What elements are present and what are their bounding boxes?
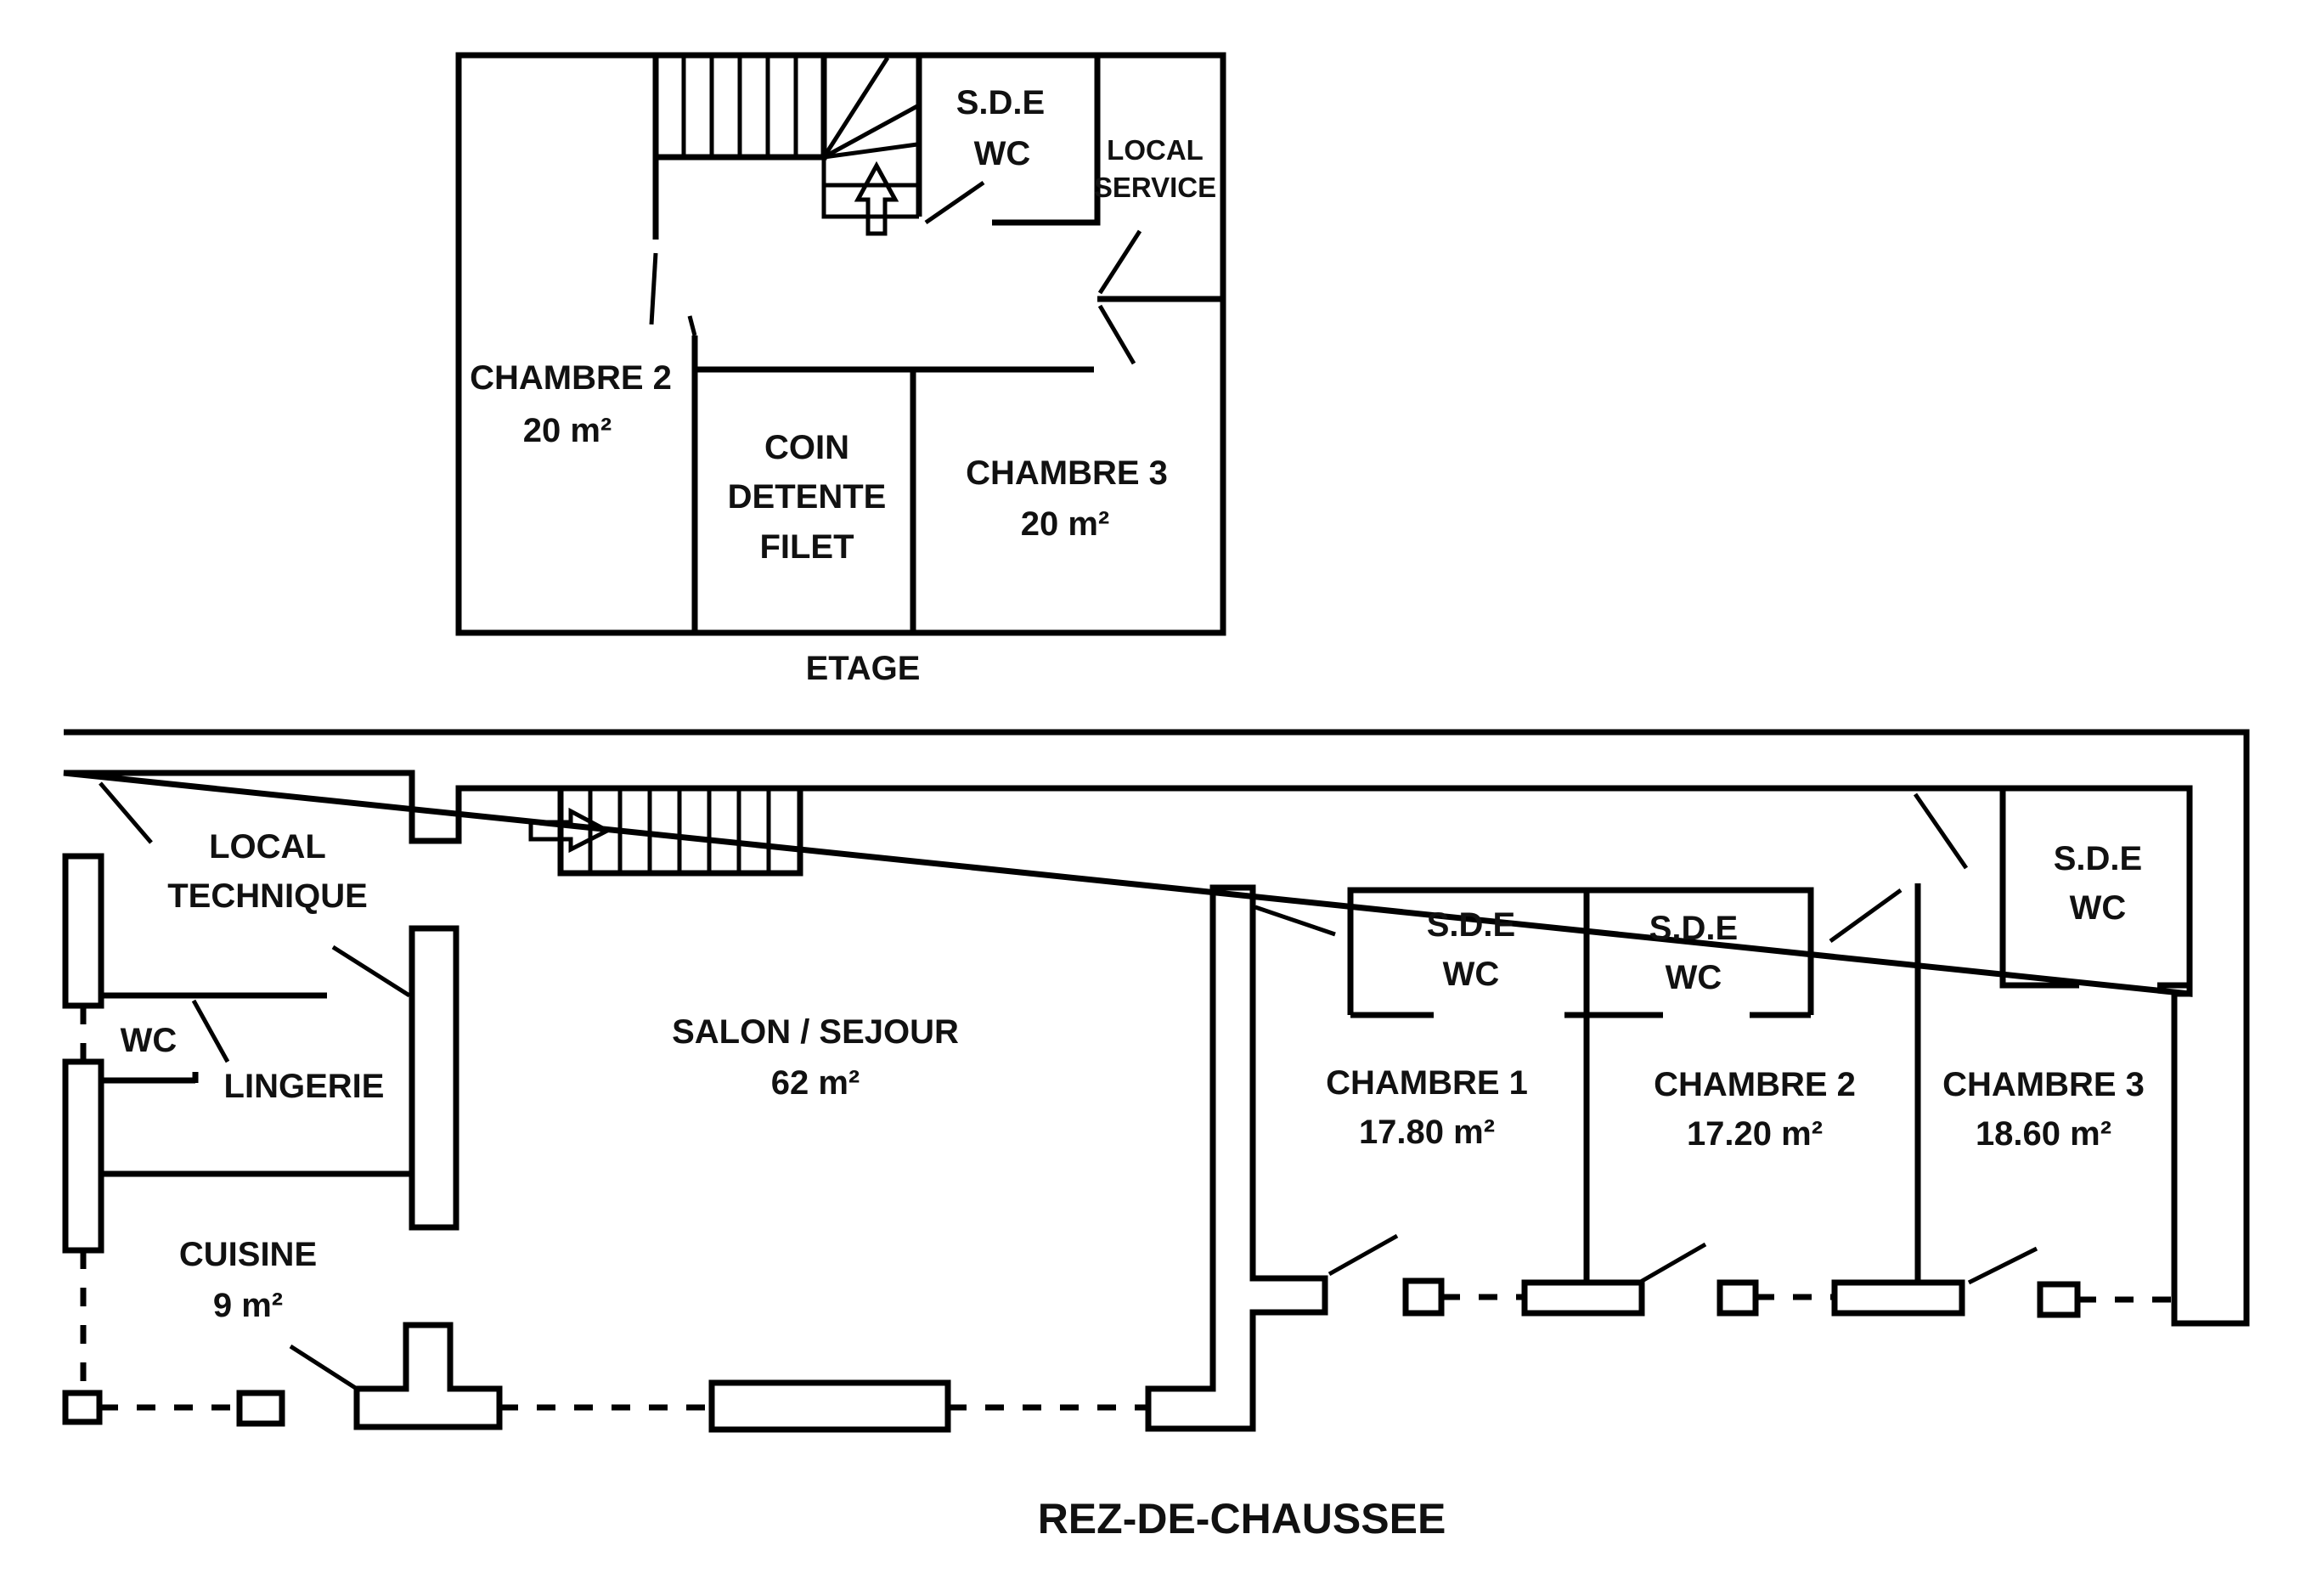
chambre3-door (1097, 304, 1136, 365)
detente-label: DETENTE (728, 478, 887, 516)
chambre2-door (1638, 1242, 1707, 1285)
etage-chambre3-area: 20 m² (1021, 505, 1110, 543)
etage-chambre2-area: 20 m² (523, 412, 612, 449)
wc2-label: WC (1666, 959, 1722, 996)
local-label: LOCAL (209, 828, 326, 866)
etage-sde-door (924, 180, 985, 225)
corner-post-left (62, 1390, 103, 1425)
chambre3-label: CHAMBRE 3 (1942, 1066, 2145, 1103)
technique-label: TECHNIQUE (167, 877, 368, 915)
sde1-wall (1347, 887, 1814, 1015)
stair-up-arrow-icon (854, 161, 899, 236)
cuisine-label: CUISINE (179, 1236, 317, 1273)
wc3-label: WC (2070, 889, 2127, 927)
etage-title: ETAGE (806, 650, 921, 687)
filet-label: FILET (759, 528, 854, 566)
local-technique-door (99, 781, 153, 844)
chambre1-area: 17.80 m² (1359, 1114, 1495, 1151)
chambre1-label: CHAMBRE 1 (1326, 1064, 1528, 1102)
local-service-label-1: LOCAL (1107, 134, 1204, 166)
chambre3-area: 18.60 m² (1976, 1115, 2111, 1153)
cuisine-pillar (409, 925, 459, 1231)
rdc-plan: LOCAL TECHNIQUE WC LINGERIE CUISINE 9 m²… (62, 729, 2250, 1542)
salon-right-pillar (1145, 884, 1328, 1432)
chambre2-door (649, 252, 658, 325)
sde2-door (1829, 888, 1903, 944)
post-c1 (1402, 1277, 1445, 1317)
coin-label: COIN (764, 429, 849, 466)
etage-chambre2-label: CHAMBRE 2 (470, 359, 672, 397)
chambre1-door (1328, 1233, 1399, 1277)
lingerie-label: LINGERIE (224, 1068, 385, 1105)
post-c2 (1717, 1279, 1759, 1317)
sde2-label: S.D.E (1649, 910, 1738, 947)
rdc-stair (557, 788, 803, 877)
left-pillar-1 (62, 853, 104, 1009)
wc1-label: WC (1443, 956, 1500, 993)
window-c2 (1831, 1279, 1965, 1317)
sde3-door (1913, 792, 1969, 870)
window-bay (708, 1379, 951, 1433)
sde1-door (1254, 905, 1336, 937)
etage-plan: S.D.E WC LOCAL SERVICE CHAMBRE 2 20 m² C… (455, 52, 1226, 687)
sde1-label: S.D.E (1427, 906, 1515, 944)
sde3-wall (1999, 788, 2079, 989)
post-c3 (2037, 1281, 2081, 1318)
rdc-stair-arrow-icon (528, 807, 612, 854)
chambre2-area: 17.20 m² (1687, 1115, 1823, 1153)
cuisine-door (289, 1344, 358, 1391)
chambre2-label: CHAMBRE 2 (1654, 1066, 1856, 1103)
chambre3-door (1967, 1246, 2038, 1285)
rdc-outer-wall (63, 729, 2250, 1327)
post-2 (236, 1390, 285, 1427)
salon-label: SALON / SEJOUR (672, 1013, 959, 1051)
local-service-label-2: SERVICE (1094, 172, 1216, 203)
etage-chambre3-label: CHAMBRE 3 (966, 454, 1168, 492)
cuisine-area: 9 m² (213, 1287, 283, 1324)
salon-area: 62 m² (771, 1064, 860, 1102)
etage-stair (652, 52, 922, 219)
lingerie-door (191, 999, 230, 1063)
etage-sde-label: S.D.E (956, 84, 1045, 121)
local-technique-inner-door (331, 945, 411, 998)
sde3-label: S.D.E (2054, 840, 2142, 877)
window-c1 (1521, 1279, 1645, 1317)
local-service-door (1097, 229, 1142, 295)
left-pillar-2 (62, 1058, 104, 1254)
wc-label: WC (121, 1022, 178, 1059)
etage-wc-label: WC (974, 135, 1031, 172)
rdc-title: REZ-DE-CHAUSSEE (1038, 1495, 1446, 1542)
t-pillar (353, 1322, 503, 1430)
